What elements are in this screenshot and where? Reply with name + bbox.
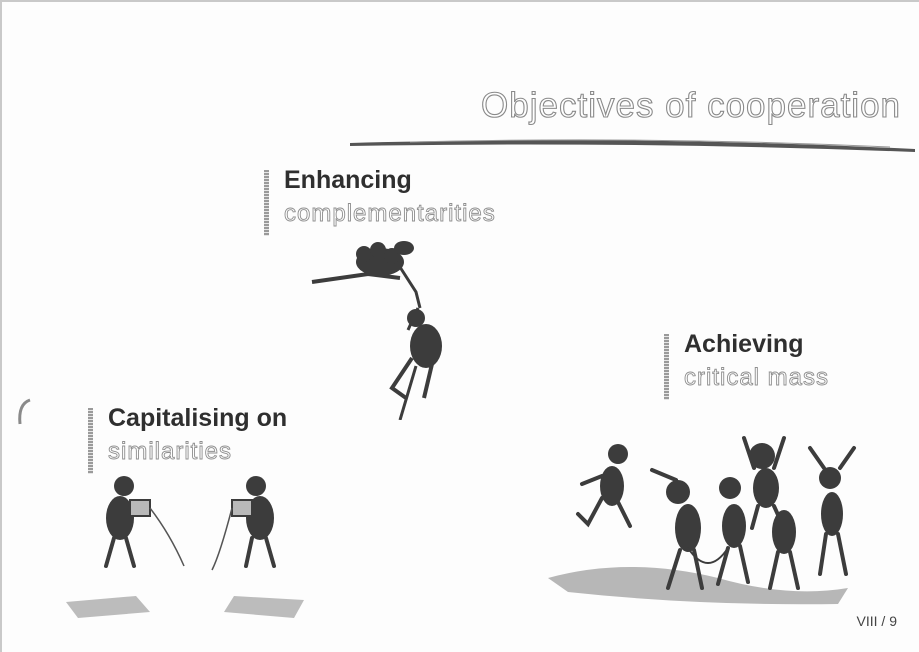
block-capitalising: Capitalising on similarities [88, 404, 348, 476]
block-subheading: critical mass [684, 364, 830, 392]
page-number: VIII / 9 [856, 613, 897, 629]
bracket-mark [16, 398, 32, 431]
block-heading: Achieving [684, 330, 804, 358]
block-bar [88, 408, 93, 474]
block-subheading: similarities [108, 438, 233, 466]
slide-top-border [0, 0, 919, 2]
group-dance-icon [548, 436, 856, 605]
climbing-helper-icon [311, 241, 442, 420]
block-heading: Capitalising on [108, 404, 288, 432]
block-achieving: Achieving critical mass [664, 330, 904, 402]
tin-can-phone-icon [66, 476, 304, 618]
title-underline [350, 139, 915, 152]
slide-title: Objectives of cooperation [480, 85, 901, 125]
slide-left-border [0, 0, 2, 652]
block-bar [664, 334, 669, 400]
block-heading: Enhancing [284, 166, 412, 194]
block-enhancing: Enhancing complementarities [264, 166, 564, 238]
block-bar [264, 170, 269, 236]
block-subheading: complementarities [284, 200, 496, 228]
